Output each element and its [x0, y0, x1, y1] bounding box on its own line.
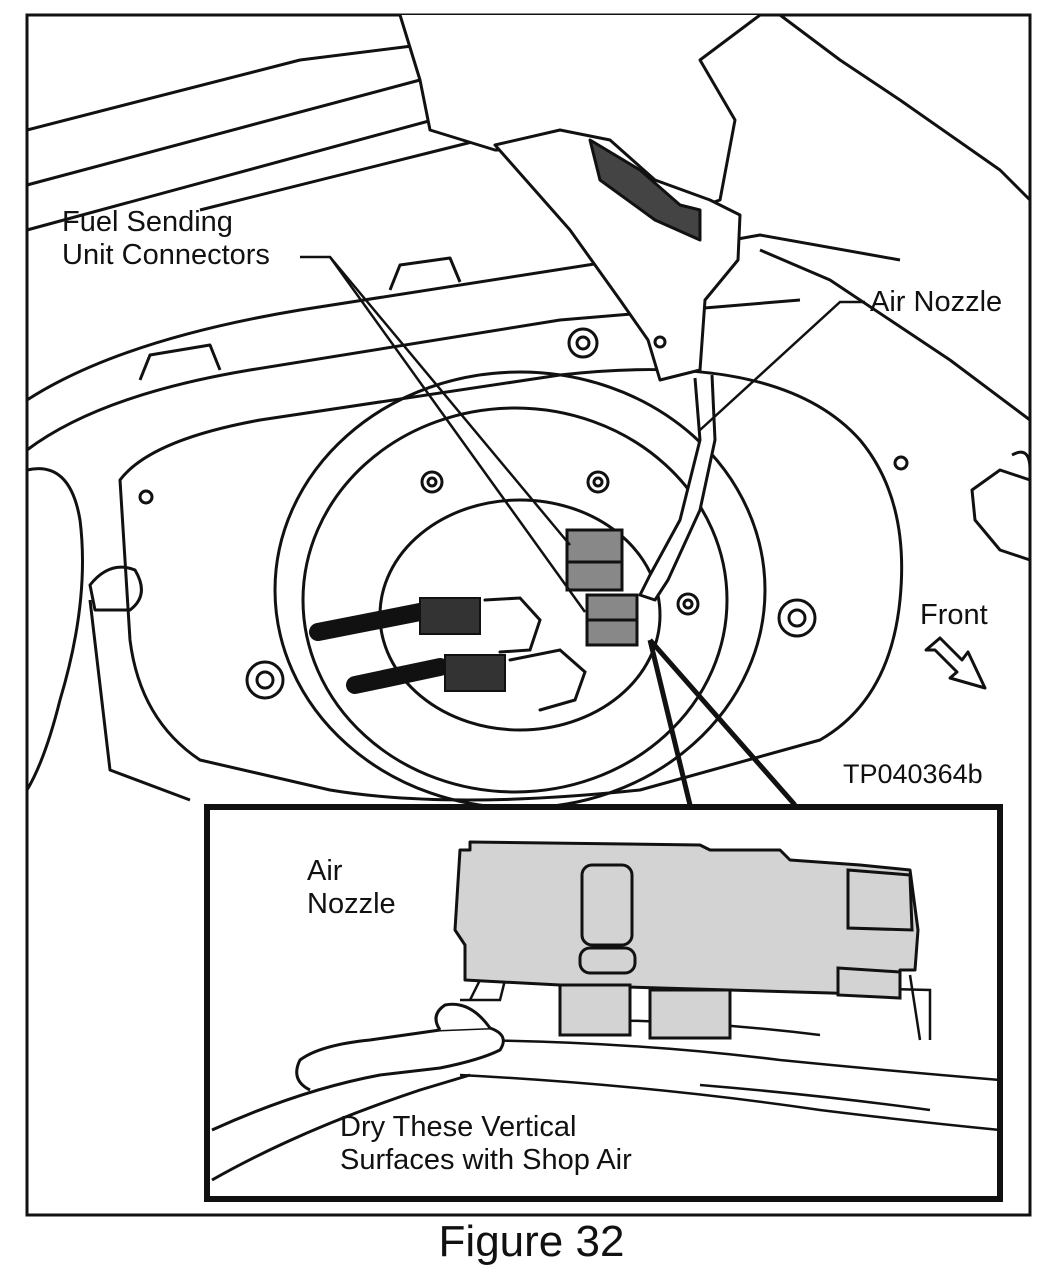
fuel-hoses — [309, 596, 587, 712]
dry-label-line2: Surfaces with Shop Air — [340, 1144, 632, 1176]
dry-label-line1: Dry These Vertical — [340, 1111, 577, 1143]
inset-connector — [453, 840, 920, 997]
figure-caption: Figure 32 — [438, 1217, 625, 1266]
front-arrow-icon — [924, 636, 987, 690]
front-label: Front — [920, 599, 988, 631]
air-nozzle-label: Air Nozzle — [870, 286, 1003, 318]
inset-air-label-line2: Nozzle — [307, 888, 396, 920]
figure-code-label: TP040364b — [843, 759, 983, 789]
fuel-sending-label-line2: Unit Connectors — [62, 239, 270, 271]
dry-surfaces-label: Dry These Vertical Surfaces with Shop Ai… — [340, 1111, 632, 1177]
inset-air-nozzle-label: Air Nozzle — [307, 855, 396, 921]
inset-air-label-line1: Air — [307, 855, 343, 887]
fuel-sending-unit-connectors-label: Fuel Sending Unit Connectors — [62, 206, 270, 272]
pump-opening — [273, 370, 767, 810]
inset-detail-panel — [204, 804, 1003, 1202]
hand-with-air-nozzle — [398, 13, 1032, 602]
detail-callout-wedge — [647, 638, 797, 807]
fuel-sending-unit-connectors — [565, 528, 639, 647]
fuel-sending-label-line1: Fuel Sending — [62, 206, 233, 238]
